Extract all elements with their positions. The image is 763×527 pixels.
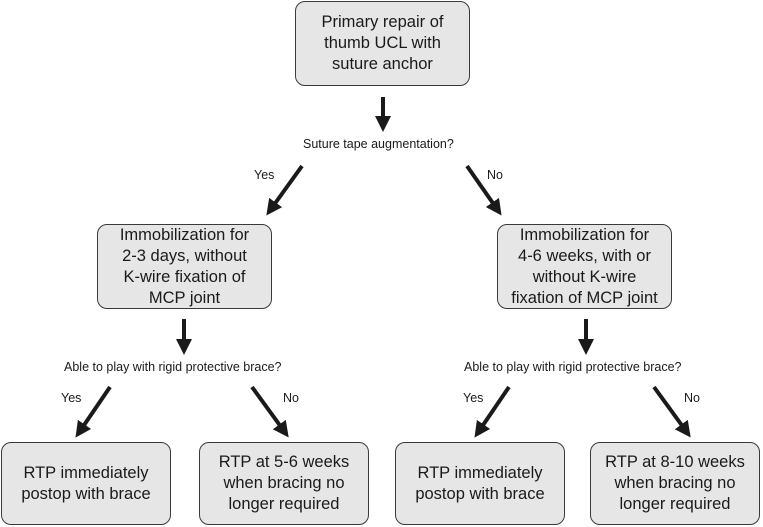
node-right-immobilization: Immobilization for 4-6 weeks, with or wi… [497, 224, 672, 309]
node-right-yes-outcome: RTP immediately postop with brace [395, 442, 565, 525]
label-aug-yes: Yes [254, 168, 275, 182]
question-right-brace: Able to play with rigid protective brace… [464, 360, 682, 374]
node-left-immobilization-text: Immobilization for 2-3 days, without K-w… [119, 225, 250, 307]
label-left-no: No [283, 391, 299, 405]
node-right-yes-outcome-text: RTP immediately postop with brace [415, 463, 545, 503]
question-augmentation: Suture tape augmentation? [303, 137, 454, 151]
node-right-no-outcome: RTP at 8-10 weeks when bracing no longer… [590, 442, 760, 525]
arrow-right-no [652, 385, 691, 438]
node-primary-repair-text: Primary repair of thumb UCL with suture … [321, 13, 444, 73]
arrow-right-yes [474, 385, 511, 438]
arrow-no-to-right-immob [465, 164, 502, 216]
node-left-yes-outcome: RTP immediately postop with brace [1, 442, 171, 525]
label-right-yes: Yes [463, 391, 484, 405]
label-aug-no: No [487, 168, 503, 182]
label-right-no: No [684, 391, 700, 405]
node-right-no-outcome-text: RTP at 8-10 weeks when bracing no longer… [605, 453, 745, 513]
question-left-brace: Able to play with rigid protective brace… [64, 360, 282, 374]
label-left-yes: Yes [61, 391, 82, 405]
node-left-no-outcome-text: RTP at 5-6 weeks when bracing no longer … [218, 453, 350, 513]
node-right-immobilization-text: Immobilization for 4-6 weeks, with or wi… [511, 225, 658, 307]
arrow-left-no [250, 385, 289, 438]
arrow-left-yes [75, 385, 112, 438]
node-left-immobilization: Immobilization for 2-3 days, without K-w… [97, 224, 272, 309]
arrow-yes-to-left-immob [266, 164, 304, 216]
node-left-no-outcome: RTP at 5-6 weeks when bracing no longer … [199, 442, 369, 525]
node-left-yes-outcome-text: RTP immediately postop with brace [21, 463, 151, 503]
node-primary-repair: Primary repair of thumb UCL with suture … [295, 1, 470, 86]
